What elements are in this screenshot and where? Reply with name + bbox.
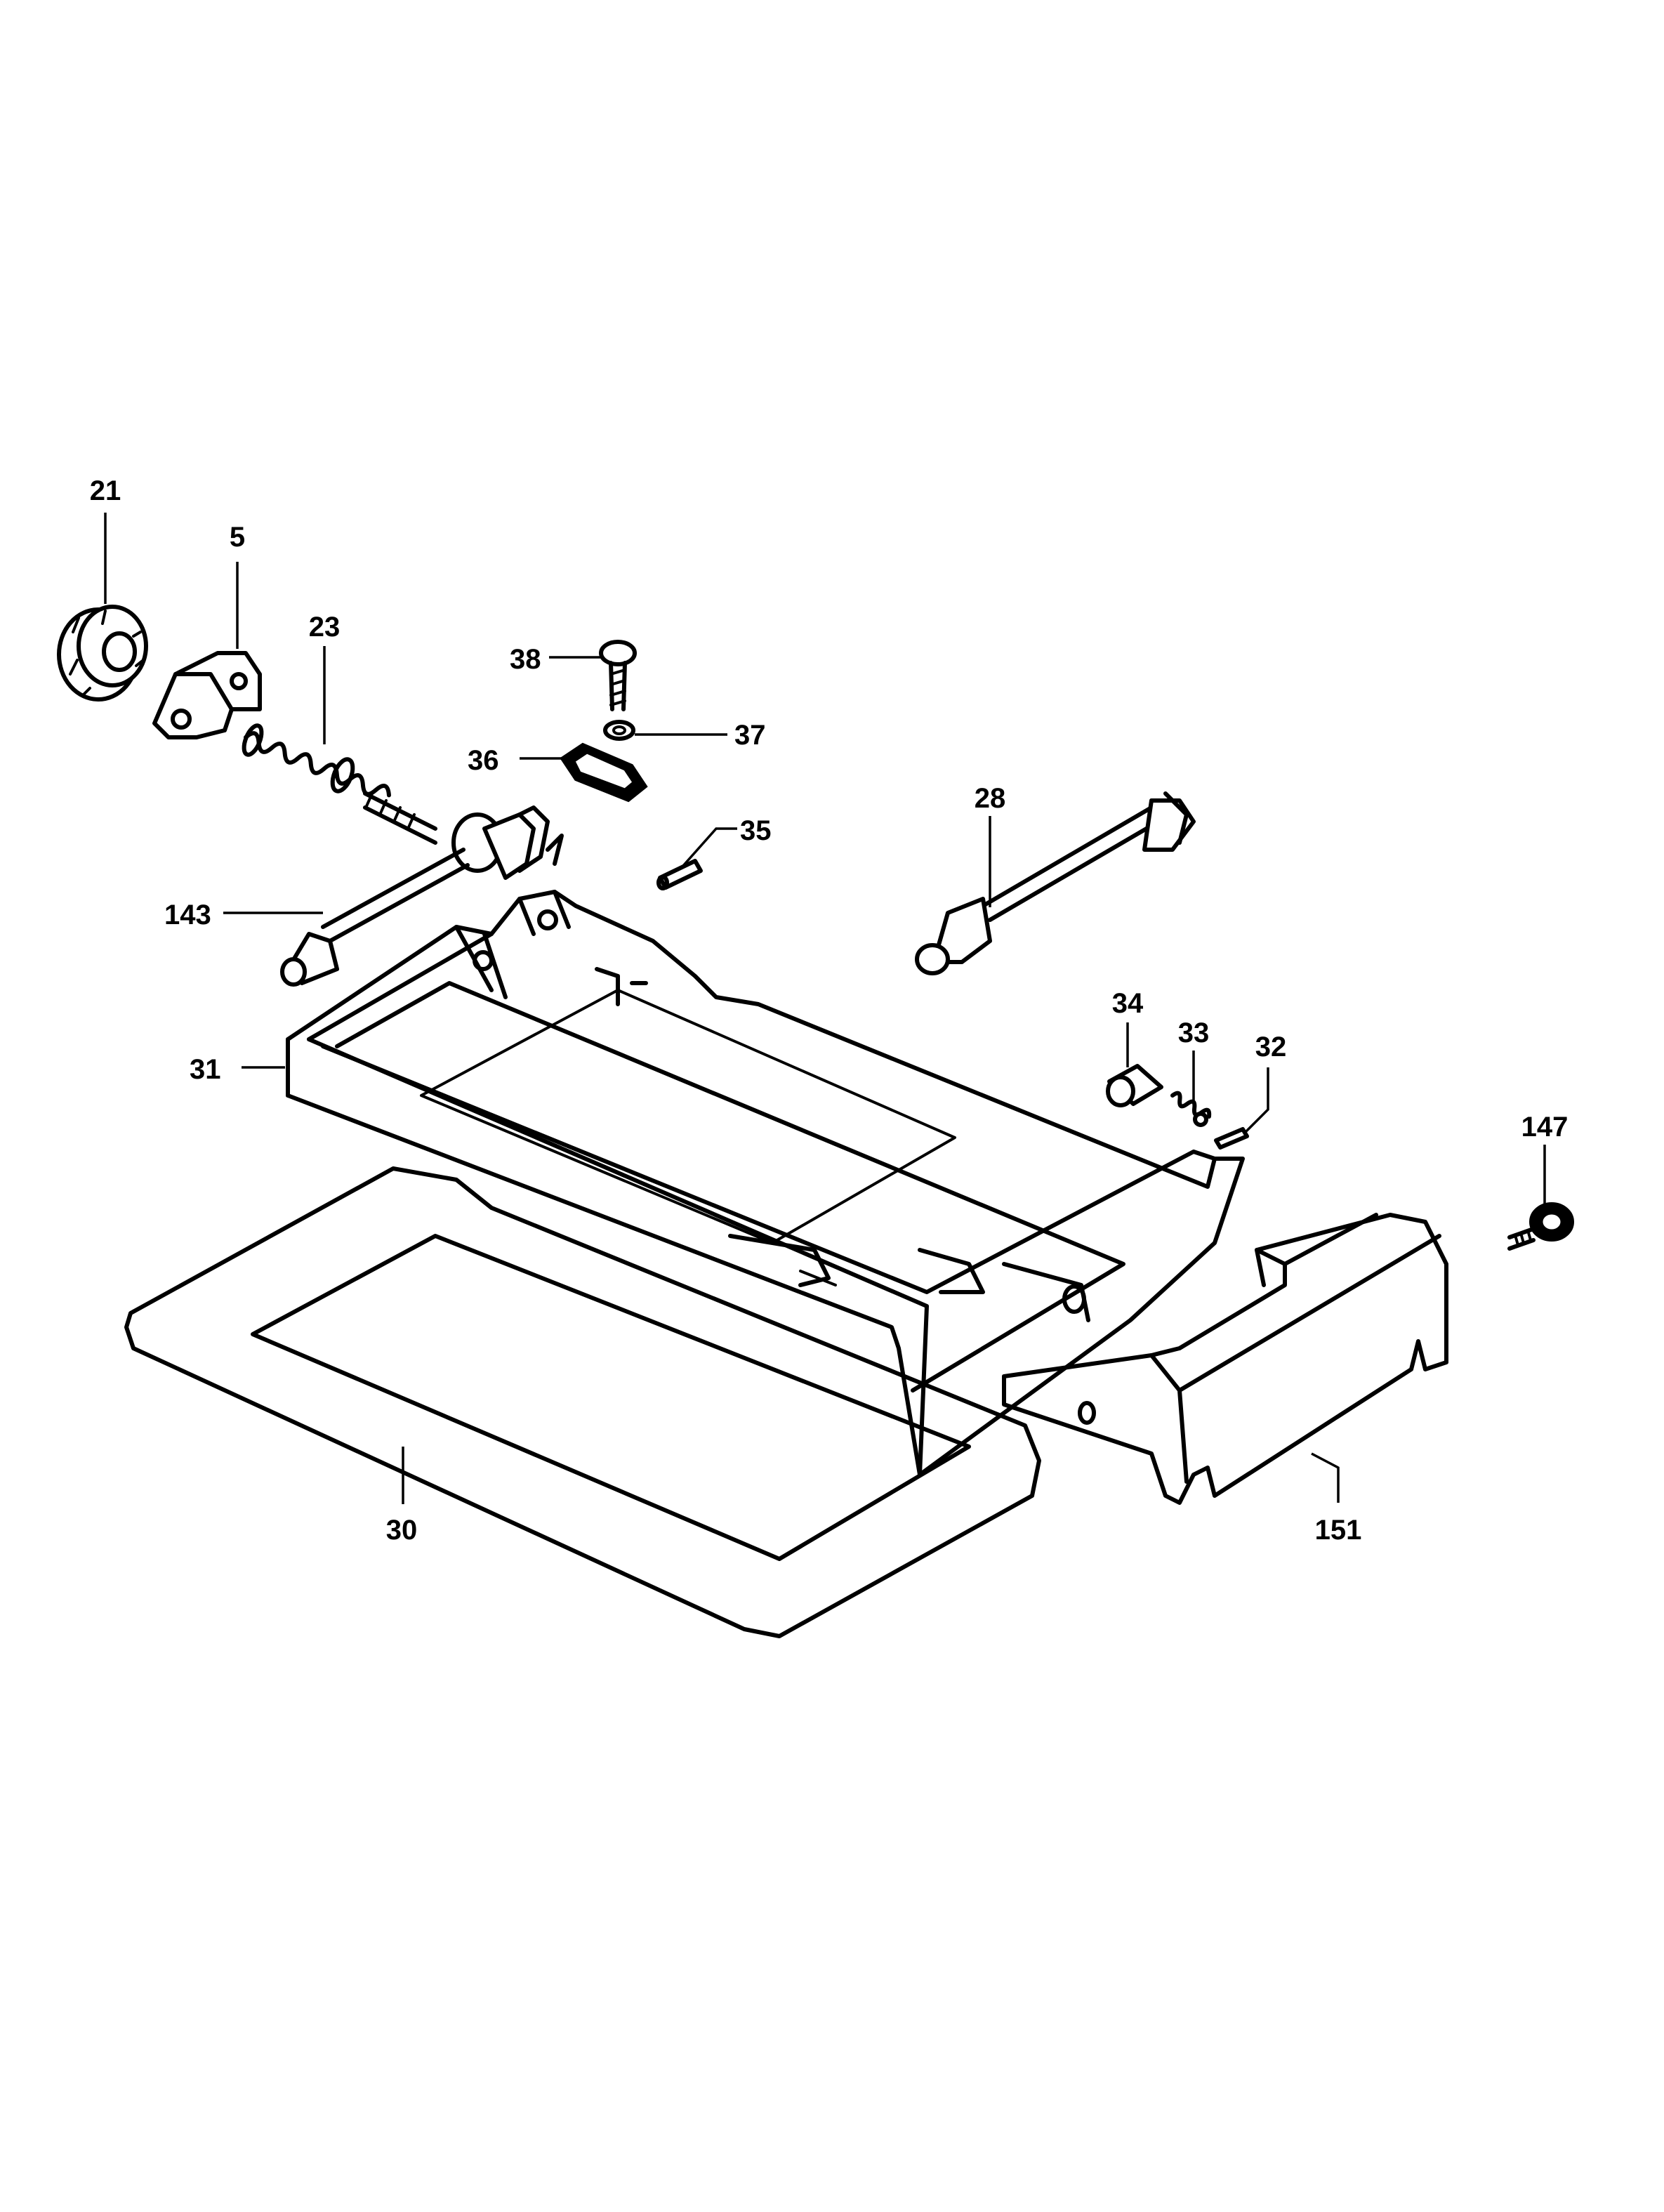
- part-35-pin: [656, 859, 703, 890]
- callout-143: 143: [164, 900, 211, 930]
- part-143-lever-shaft: [280, 791, 564, 987]
- part-33-small-spring: [1170, 1091, 1212, 1127]
- callout-147: 147: [1521, 1112, 1569, 1143]
- callout-30: 30: [386, 1515, 418, 1546]
- callout-5: 5: [230, 522, 245, 553]
- part-147-screw: [1507, 1202, 1574, 1251]
- part-151-cover: [1002, 1213, 1448, 1505]
- callout-37: 37: [734, 720, 766, 751]
- callout-31: 31: [190, 1054, 221, 1085]
- leader-151: [1311, 1452, 1340, 1503]
- part-5-bracket: [152, 651, 262, 739]
- leader-32: [1243, 1067, 1269, 1135]
- part-30-gasket: [124, 1166, 1041, 1638]
- callout-32: 32: [1255, 1032, 1287, 1062]
- part-21-knob: [57, 605, 148, 702]
- part-34-sleeve: [1106, 1064, 1163, 1107]
- leader-lines: [104, 513, 1546, 1504]
- callout-36: 36: [468, 745, 499, 776]
- part-28-lever: [915, 791, 1196, 975]
- part-36-slide-plate: [560, 742, 648, 803]
- callout-34: 34: [1112, 988, 1144, 1019]
- part-23-spring: [242, 723, 391, 798]
- callout-151: 151: [1315, 1515, 1362, 1546]
- part-32-small-pin: [1214, 1127, 1249, 1150]
- part-38-screw: [599, 640, 637, 711]
- callout-38: 38: [510, 644, 541, 675]
- part-31-frame: [286, 890, 1245, 1477]
- callout-21: 21: [90, 475, 121, 506]
- callout-35: 35: [740, 815, 772, 846]
- leader-35: [681, 827, 737, 868]
- callout-28: 28: [975, 783, 1006, 814]
- part-37-washer: [603, 720, 635, 741]
- callout-33: 33: [1178, 1018, 1210, 1048]
- callout-23: 23: [309, 612, 341, 643]
- callout-labels: 21 5 23 38 37 36 35 28 143 34 33 32 31 1…: [90, 475, 1569, 1546]
